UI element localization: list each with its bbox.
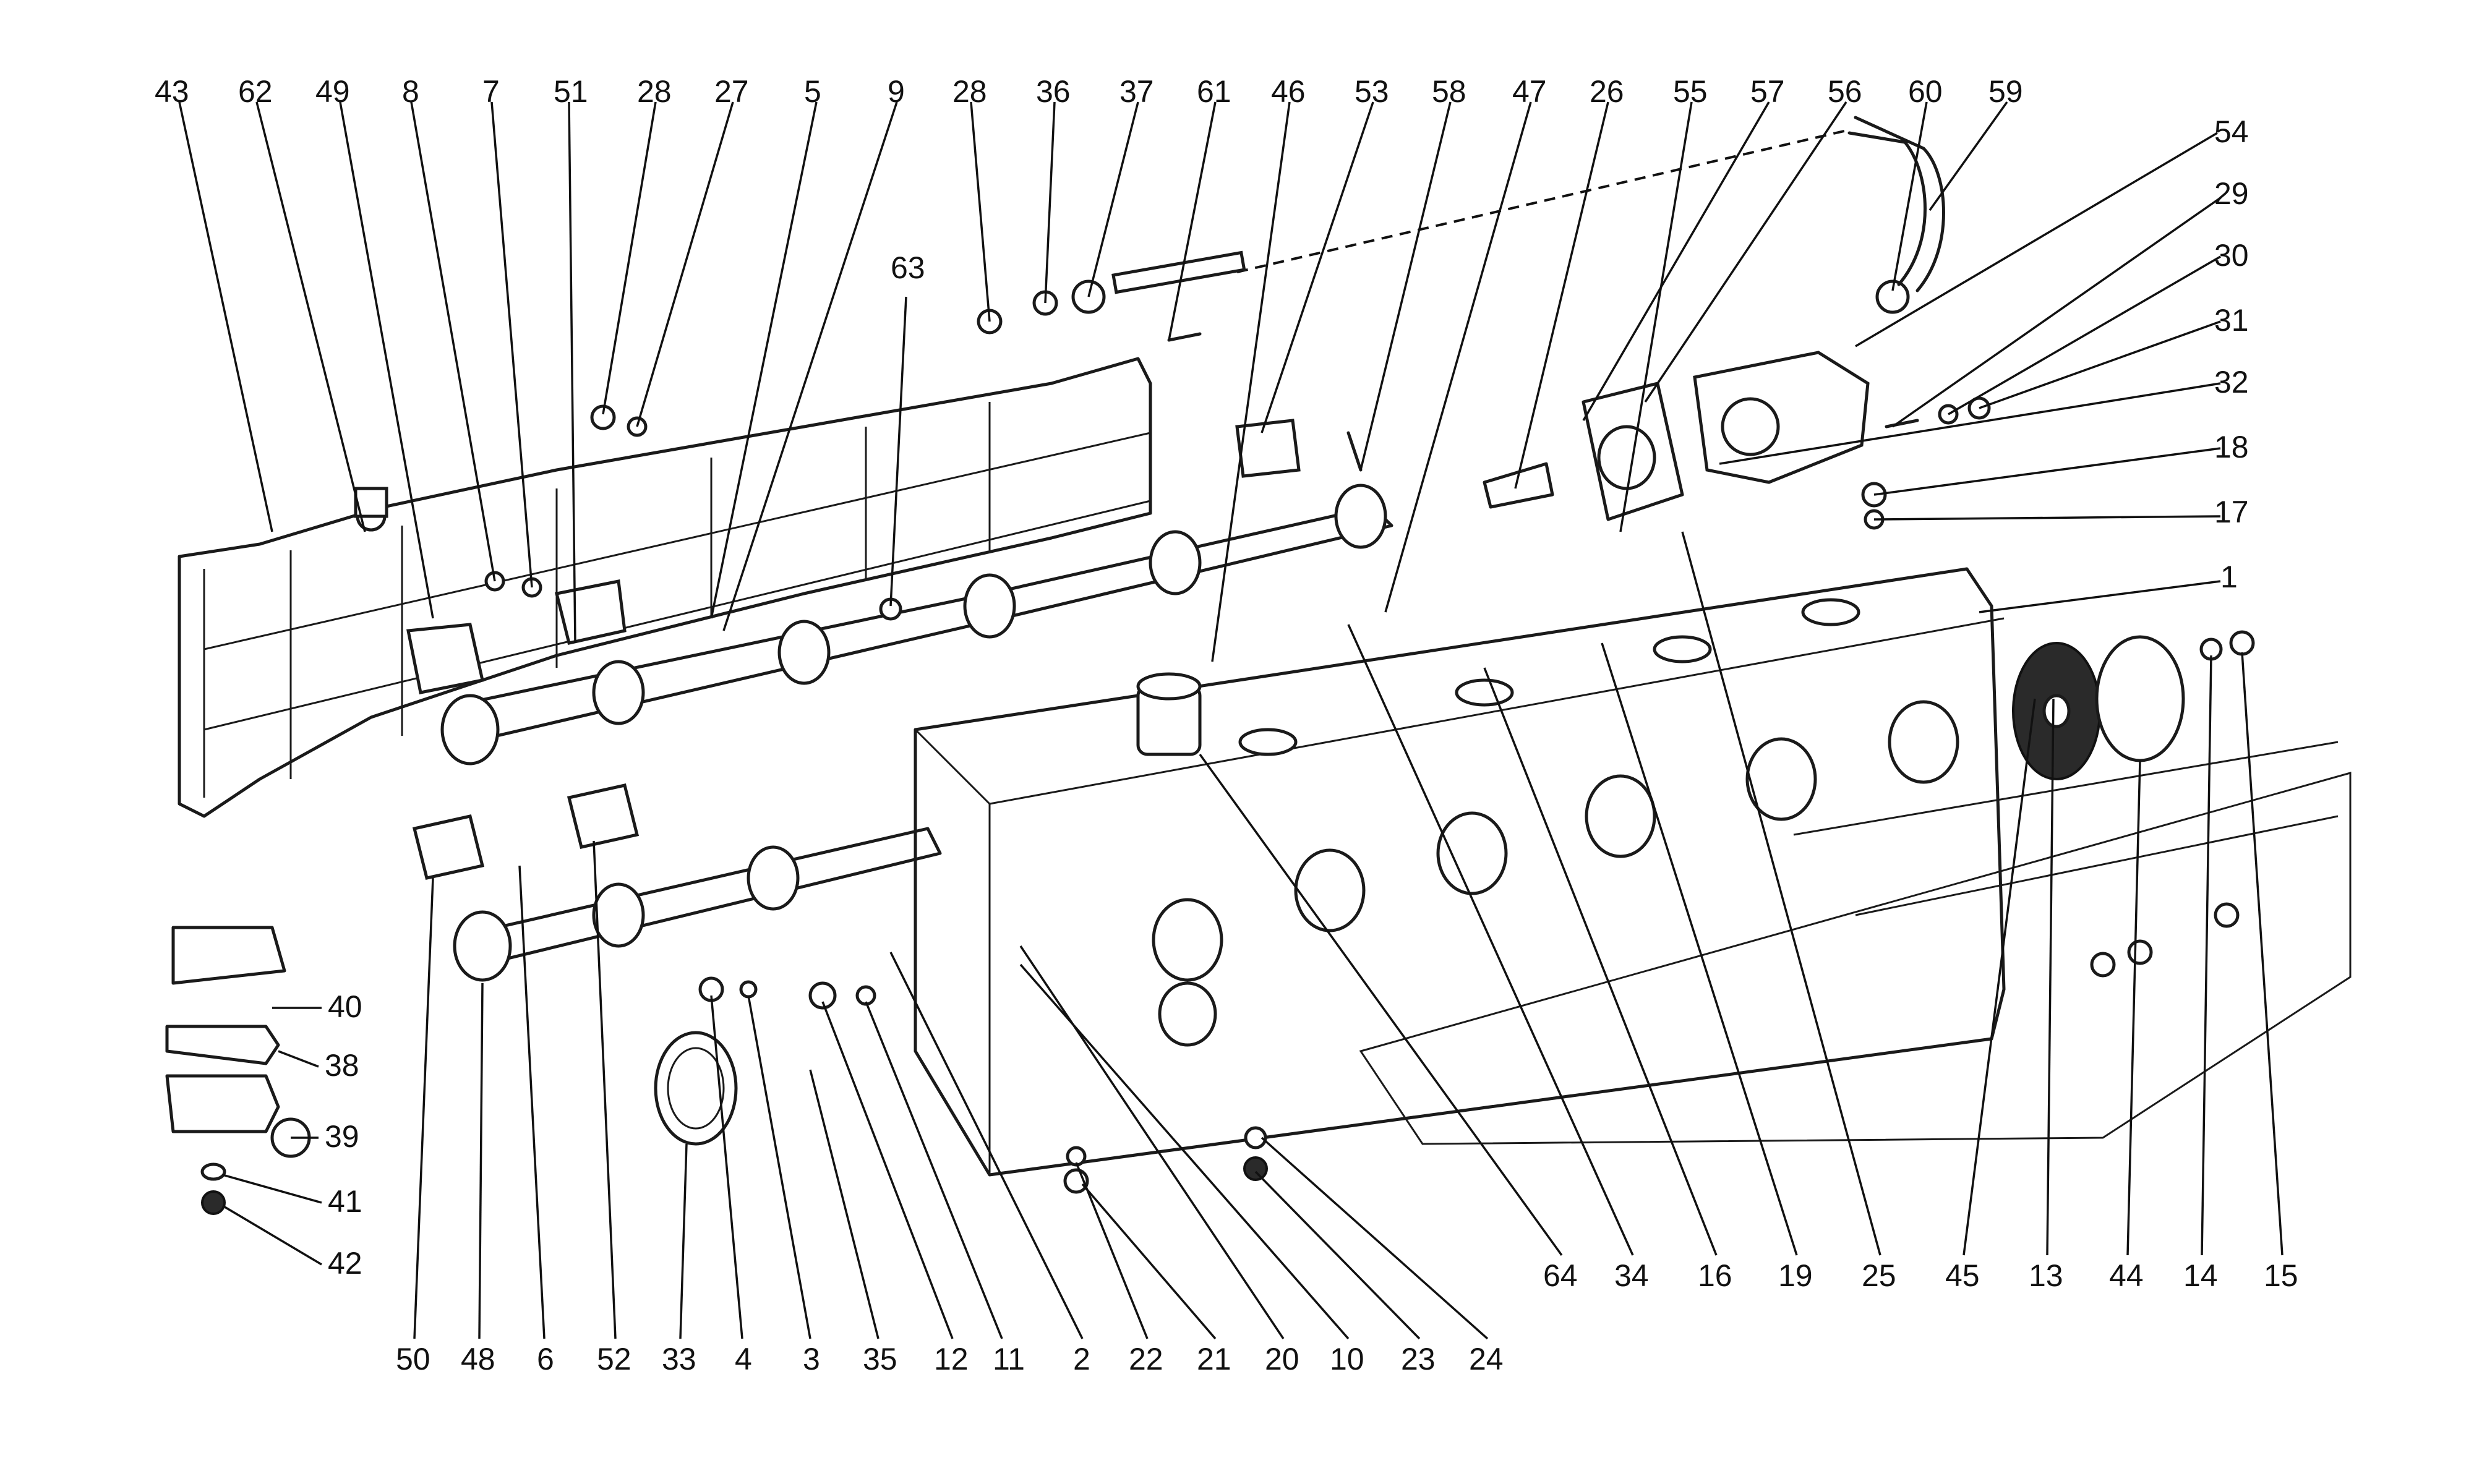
callout-label: 40 bbox=[328, 989, 362, 1024]
callout-label: 46 bbox=[1271, 74, 1306, 109]
leader-lines bbox=[178, 101, 2284, 1340]
callout-label: 11 bbox=[993, 1342, 1025, 1376]
callout-label: 35 bbox=[863, 1342, 897, 1376]
callout-label: 42 bbox=[328, 1246, 362, 1281]
engine-block bbox=[1359, 741, 2352, 1145]
water-outlet-housing bbox=[165, 926, 311, 1215]
callout-label: 36 bbox=[1036, 74, 1071, 109]
callout-label: 17 bbox=[2214, 495, 2249, 529]
callout-label: 1 bbox=[2220, 560, 2238, 594]
callout-label: 4 bbox=[735, 1342, 752, 1376]
callout-label: 20 bbox=[1265, 1342, 1299, 1376]
callout-label: 33 bbox=[662, 1342, 696, 1376]
callout-label: 7 bbox=[482, 74, 500, 109]
callout-label: 14 bbox=[2183, 1258, 2218, 1293]
callout-label: 29 bbox=[2214, 176, 2249, 211]
callout-label: 9 bbox=[888, 74, 905, 109]
callout-label: 51 bbox=[554, 74, 588, 109]
callout-label: 5 bbox=[804, 74, 821, 109]
water-pump bbox=[1111, 116, 1991, 530]
callout-label: 61 bbox=[1197, 74, 1231, 109]
callout-label: 10 bbox=[1330, 1342, 1364, 1376]
callout-label: 41 bbox=[328, 1184, 362, 1219]
callout-label: 45 bbox=[1945, 1258, 1980, 1293]
callout-label: 32 bbox=[2214, 365, 2249, 399]
callout-label: 15 bbox=[2264, 1258, 2298, 1293]
callout-labels: 43 62 49 8 7 51 28 27 5 9 28 36 37 61 46… bbox=[155, 74, 2298, 1376]
callout-label: 21 bbox=[1197, 1342, 1231, 1376]
camshaft-bearing-caps bbox=[406, 419, 1301, 880]
callout-label: 38 bbox=[325, 1048, 359, 1083]
callout-label: 50 bbox=[396, 1342, 430, 1376]
callout-label: 48 bbox=[461, 1342, 495, 1376]
callout-label: 19 bbox=[1778, 1258, 1813, 1293]
callout-label: 28 bbox=[952, 74, 987, 109]
callout-label: 56 bbox=[1828, 74, 1862, 109]
callout-label: 59 bbox=[1988, 74, 2023, 109]
callout-label: 52 bbox=[597, 1342, 631, 1376]
callout-label: 62 bbox=[238, 74, 273, 109]
upper-camshaft bbox=[440, 484, 1393, 765]
lower-camshaft bbox=[453, 827, 942, 982]
callout-label: 55 bbox=[1673, 74, 1708, 109]
callout-label: 2 bbox=[1073, 1342, 1090, 1376]
callout-label: 57 bbox=[1750, 74, 1785, 109]
callout-label: 34 bbox=[1614, 1258, 1649, 1293]
callout-label: 63 bbox=[891, 250, 925, 285]
callout-label: 44 bbox=[2109, 1258, 2144, 1293]
callout-label: 58 bbox=[1432, 74, 1466, 109]
callout-label: 22 bbox=[1129, 1342, 1163, 1376]
callout-label: 39 bbox=[325, 1119, 359, 1154]
callout-label: 18 bbox=[2214, 430, 2249, 464]
callout-label: 37 bbox=[1119, 74, 1154, 109]
callout-label: 60 bbox=[1908, 74, 1943, 109]
callout-label: 31 bbox=[2214, 303, 2249, 338]
callout-label: 25 bbox=[1862, 1258, 1896, 1293]
callout-label: 12 bbox=[934, 1342, 969, 1376]
callout-label: 54 bbox=[2214, 114, 2249, 149]
callout-label: 3 bbox=[803, 1342, 820, 1376]
callout-label: 43 bbox=[155, 74, 189, 109]
callout-label: 30 bbox=[2214, 238, 2249, 273]
callout-label: 53 bbox=[1355, 74, 1389, 109]
callout-label: 49 bbox=[315, 74, 350, 109]
callout-label: 64 bbox=[1543, 1258, 1578, 1293]
callout-label: 6 bbox=[537, 1342, 554, 1376]
small-parts bbox=[484, 279, 2255, 1194]
callout-label: 13 bbox=[2029, 1258, 2063, 1293]
callout-label: 27 bbox=[714, 74, 749, 109]
callout-label: 47 bbox=[1512, 74, 1547, 109]
callout-label: 23 bbox=[1401, 1342, 1436, 1376]
callout-label: 24 bbox=[1469, 1342, 1504, 1376]
callout-label: 8 bbox=[402, 74, 419, 109]
callout-label: 28 bbox=[637, 74, 672, 109]
callout-label: 16 bbox=[1698, 1258, 1732, 1293]
callout-label: 26 bbox=[1590, 74, 1624, 109]
